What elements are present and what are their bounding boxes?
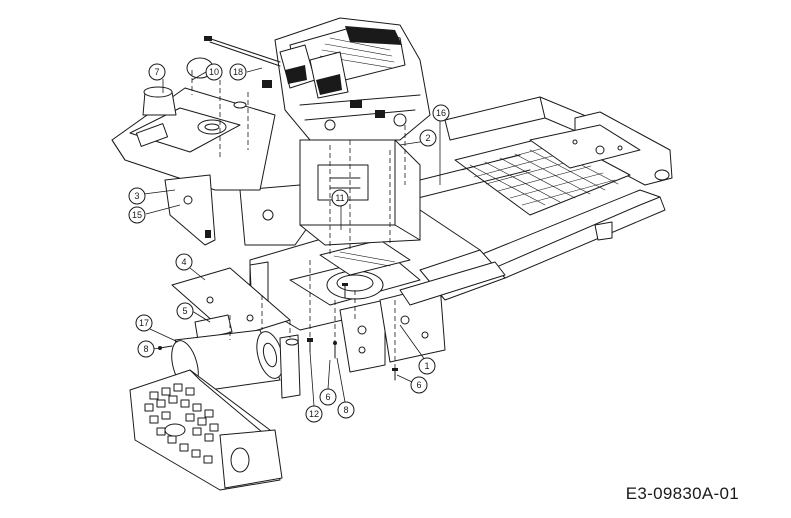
svg-text:4: 4 bbox=[181, 257, 186, 267]
svg-text:2: 2 bbox=[425, 133, 430, 143]
svg-text:6: 6 bbox=[325, 392, 330, 402]
callout-1: 1 bbox=[418, 357, 436, 375]
svg-text:8: 8 bbox=[343, 405, 348, 415]
callout-11: 11 bbox=[331, 189, 349, 207]
callout-8b: 8 bbox=[337, 401, 355, 419]
svg-text:5: 5 bbox=[182, 306, 187, 316]
svg-text:3: 3 bbox=[134, 191, 139, 201]
svg-text:15: 15 bbox=[132, 210, 142, 220]
callout-8a: 8 bbox=[137, 340, 155, 358]
muffler-guard bbox=[129, 369, 283, 491]
callout-18: 18 bbox=[229, 63, 247, 81]
callout-6b: 6 bbox=[410, 376, 428, 394]
engine-mount-assembly bbox=[239, 139, 506, 373]
svg-text:10: 10 bbox=[209, 67, 219, 77]
callout-12: 12 bbox=[305, 405, 323, 423]
svg-text:11: 11 bbox=[335, 193, 344, 203]
engine bbox=[204, 17, 431, 141]
callout-leaders bbox=[143, 67, 441, 407]
callout-6a: 6 bbox=[319, 388, 337, 406]
callout-5: 5 bbox=[176, 302, 194, 320]
callout-16: 16 bbox=[432, 104, 450, 122]
callout-15: 15 bbox=[128, 206, 146, 224]
fuel-tank-bracket bbox=[111, 57, 276, 246]
callout-3: 3 bbox=[128, 187, 146, 205]
callout-7: 7 bbox=[148, 63, 166, 81]
svg-text:16: 16 bbox=[436, 108, 446, 118]
callout-10: 10 bbox=[205, 63, 223, 81]
callout-4: 4 bbox=[175, 253, 193, 271]
guard-perforations bbox=[144, 383, 219, 464]
svg-text:1: 1 bbox=[424, 361, 429, 371]
diagram-code-label: E3-09830A-01 bbox=[625, 484, 739, 503]
svg-text:12: 12 bbox=[309, 409, 319, 419]
svg-text:6: 6 bbox=[416, 380, 421, 390]
svg-text:18: 18 bbox=[233, 67, 243, 77]
assembly-lines bbox=[191, 70, 406, 368]
chassis-frame bbox=[399, 96, 673, 279]
svg-text:8: 8 bbox=[143, 344, 148, 354]
callout-17: 17 bbox=[135, 314, 153, 332]
hardware bbox=[158, 283, 398, 381]
svg-text:7: 7 bbox=[154, 67, 159, 77]
callout-2: 2 bbox=[419, 129, 437, 147]
svg-text:17: 17 bbox=[139, 318, 149, 328]
